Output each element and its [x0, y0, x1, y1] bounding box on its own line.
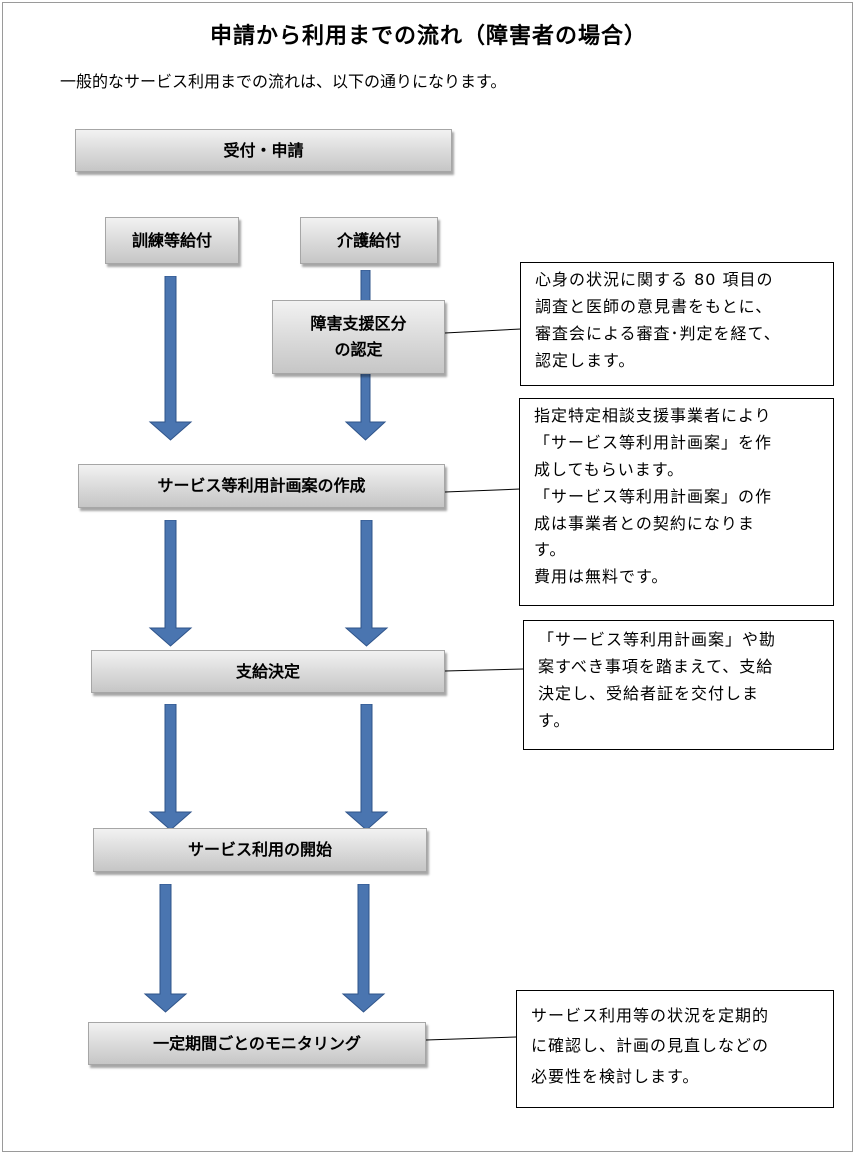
note-decision: 「サービス等利用計画案」や勘 案すべき事項を踏まえて、支給 決定し、受給者証を交… [523, 620, 834, 750]
arrow-training-to-plan [148, 276, 193, 441]
note-line: 必要性を検討します。 [531, 1066, 700, 1086]
note-line: 「サービス等利用計画案」の作 [534, 486, 773, 506]
note-line: 「サービス等利用計画案」や勘 [538, 630, 777, 649]
connector-support [445, 328, 521, 334]
step-monitoring: 一定期間ごとのモニタリング [88, 1022, 426, 1065]
note-line: 成は事業者との契約になりま [534, 513, 755, 533]
step-decision-label: 支給決定 [235, 661, 300, 681]
connector-decision [445, 668, 523, 672]
note-line: に確認し、計画の見直しなどの [531, 1036, 770, 1056]
step-plan-label: サービス等利用計画案の作成 [157, 476, 366, 496]
step-service-start: サービス利用の開始 [93, 828, 427, 872]
note-line: 案すべき事項を踏まえて、支給 [538, 656, 774, 676]
note-line: 「サービス等利用計画案」を作 [534, 432, 773, 452]
connector-monitoring [426, 1036, 516, 1041]
step-reception-label: 受付・申請 [223, 140, 304, 160]
arrow-plan-to-decision-right [344, 520, 389, 647]
arrow-start-to-monitoring-left [143, 884, 188, 1013]
note-monitoring: サービス利用等の状況を定期的 に確認し、計画の見直しなどの 必要性を検討します。 [516, 990, 834, 1108]
step-training-label: 訓練等給付 [131, 230, 212, 250]
note-line: 成してもらいます。 [534, 459, 685, 479]
step-training-benefit: 訓練等給付 [105, 217, 239, 264]
step-decision: 支給決定 [91, 650, 445, 693]
page-title: 申請から利用までの流れ（障害者の場合） [209, 24, 647, 49]
step-support-level: 障害支援区分 の認定 [272, 300, 445, 374]
note-line: 費用は無料です。 [534, 567, 669, 587]
note-line: サービス利用等の状況を定期的 [531, 1006, 770, 1025]
intro-text: 一般的なサービス利用までの流れは、以下の通りになります。 [60, 72, 507, 91]
note-line: す。 [538, 710, 571, 730]
step-care-benefit: 介護給付 [300, 217, 438, 264]
step-care-label: 介護給付 [336, 230, 401, 250]
note-support-level: 心身の状況に関する 80 項目の 調査と医師の意見書をもとに、 審査会による審査… [520, 262, 834, 386]
step-monitoring-label: 一定期間ごとのモニタリング [153, 1033, 361, 1053]
arrow-start-to-monitoring-right [341, 884, 386, 1013]
note-plan: 指定特定相談支援事業者により 「サービス等利用計画案」を作 成してもらいます。 … [519, 398, 834, 606]
note-line: 決定し、受給者証を交付しま [538, 683, 760, 703]
note-line: 調査と医師の意見書をもとに、 [535, 296, 773, 316]
note-line: 心身の状況に関する 80 項目の [535, 270, 774, 289]
step-start-label: サービス利用の開始 [187, 840, 332, 860]
note-line: 審査会による審査･判定を経て、 [535, 323, 781, 343]
step-plan-creation: サービス等利用計画案の作成 [78, 464, 445, 508]
arrow-plan-to-decision-left [148, 520, 193, 647]
step-support-level-line2: の認定 [334, 340, 383, 359]
step-reception: 受付・申請 [75, 129, 452, 172]
arrow-decision-to-start-left [148, 704, 193, 831]
connector-plan [445, 488, 520, 493]
step-support-level-line1: 障害支援区分 [310, 314, 407, 334]
note-line: 認定します。 [535, 350, 636, 370]
arrow-decision-to-start-right [344, 704, 389, 831]
note-line: 指定特定相談支援事業者により [534, 406, 772, 425]
note-line: す。 [534, 540, 567, 560]
